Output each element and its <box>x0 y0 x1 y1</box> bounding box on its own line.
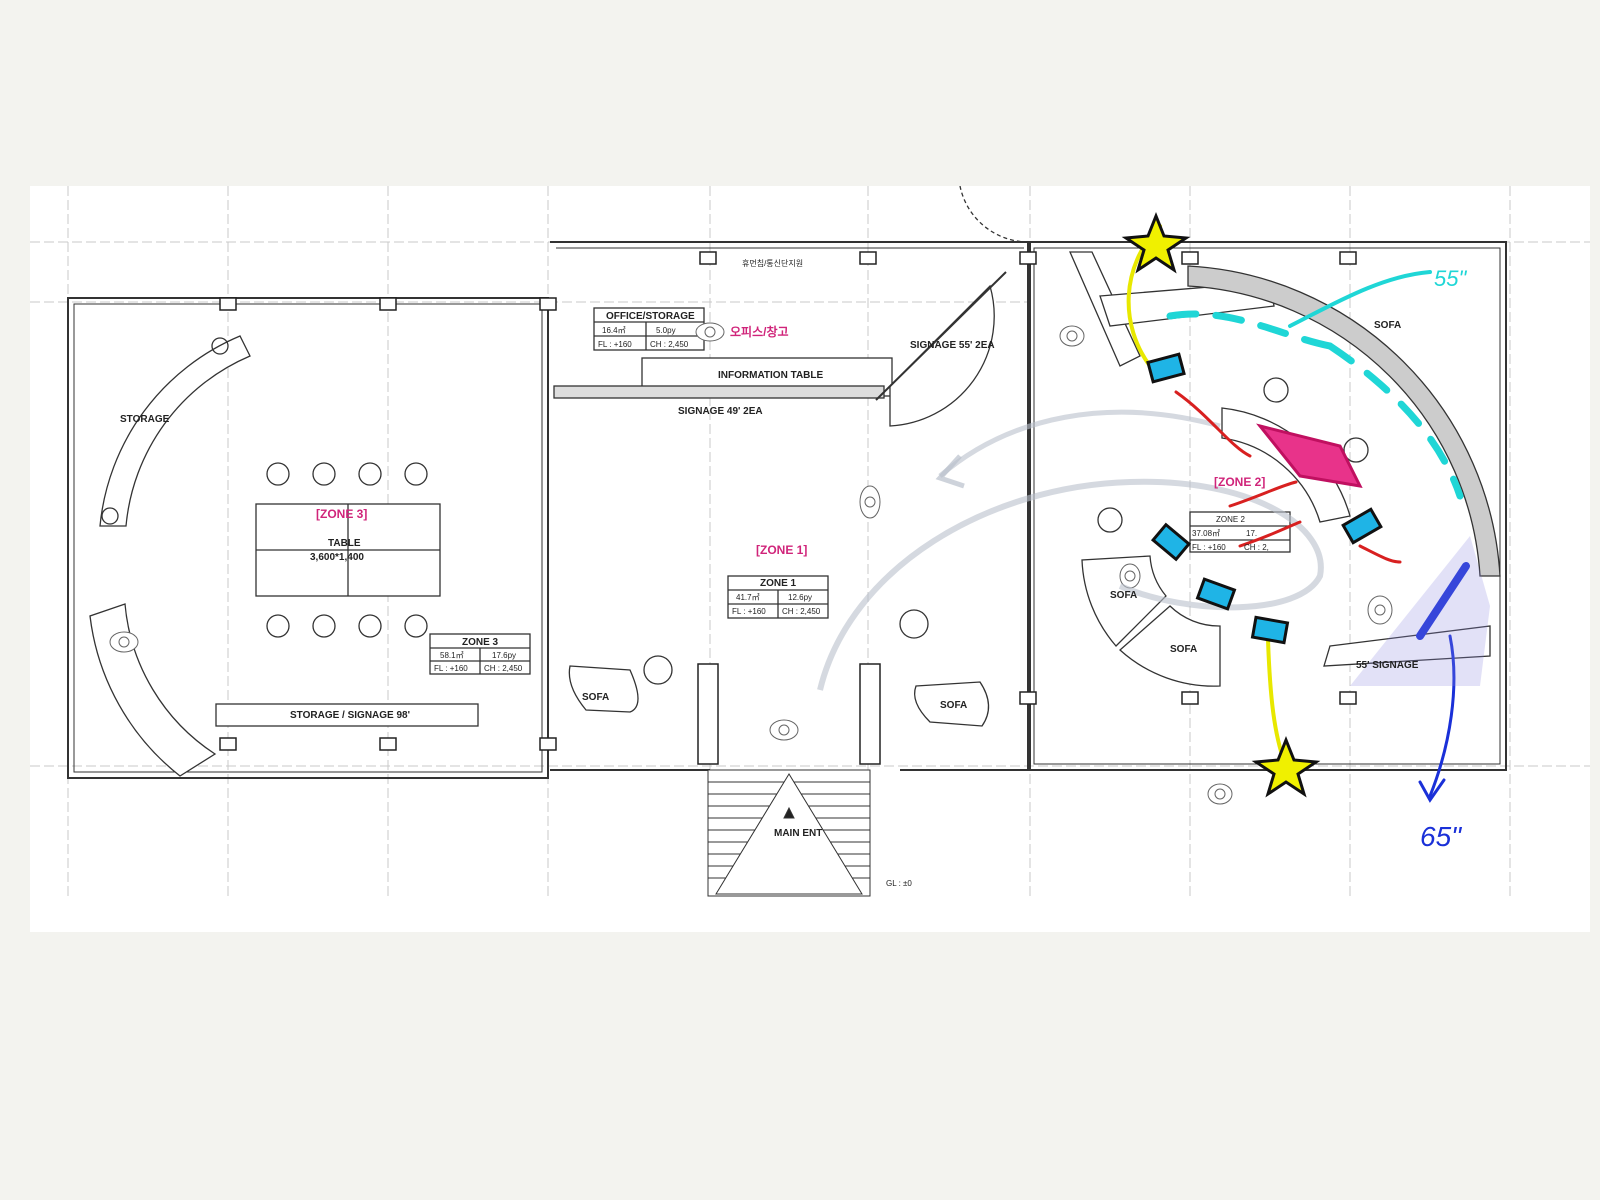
zone1-ch: CH : 2,450 <box>782 607 821 616</box>
handwritten-65-annotation: 65" <box>1420 821 1462 852</box>
sofa-label-zone2-left: SOFA <box>1110 590 1137 601</box>
office-ch: CH : 2,450 <box>650 340 689 349</box>
signage-55-label: 55' SIGNAGE <box>1356 660 1419 671</box>
main-entrance-label: MAIN ENT <box>774 828 822 839</box>
zone2-area-py: 17. <box>1246 529 1257 538</box>
office-table-title: OFFICE/STORAGE <box>606 311 695 322</box>
zone1-label: [ZONE 1] <box>756 543 807 557</box>
person-figure <box>859 485 881 519</box>
highlighter-marks <box>1126 224 1490 803</box>
zone2-label: [ZONE 2] <box>1214 475 1265 489</box>
floor-plan-drawing: STORAGE [ZONE 3] TABLE 3,600*1,400 STORA… <box>30 186 1590 897</box>
zone1-area-m2: 41.7㎡ <box>736 593 760 602</box>
main-entrance-stairs <box>707 769 871 897</box>
person-figure <box>1059 325 1085 347</box>
zone2-ch: CH : 2, <box>1244 543 1269 552</box>
office-area-m2: 16.4㎡ <box>602 326 626 335</box>
people-figures <box>109 322 1393 805</box>
handwritten-55-annotation: 55" <box>1434 266 1467 291</box>
zone2-table-title: ZONE 2 <box>1216 515 1245 524</box>
office-area-py: 5.0py <box>656 326 676 335</box>
zone1-area-py: 12.6py <box>788 593 812 602</box>
zone3-table-title: ZONE 3 <box>462 637 499 648</box>
table-size-label: 3,600*1,400 <box>310 552 364 563</box>
person-figure <box>695 322 725 342</box>
floor-plan-sheet: STORAGE [ZONE 3] TABLE 3,600*1,400 STORA… <box>30 186 1590 932</box>
zone3-fl: FL : +160 <box>434 664 468 673</box>
sofa-label-zone2-bottom: SOFA <box>1170 644 1197 655</box>
person-figure <box>1367 595 1393 625</box>
ground-level-label: GL : ±0 <box>886 879 912 888</box>
signage-55-2ea-label: SIGNAGE 55' 2EA <box>910 340 995 351</box>
person-figure <box>1207 783 1233 805</box>
screen-markers <box>1146 352 1383 645</box>
zone3-label: [ZONE 3] <box>316 507 367 521</box>
sofa-label-zone2-top: SOFA <box>1374 320 1401 331</box>
information-table-label: INFORMATION TABLE <box>718 370 824 381</box>
zone2-area-m2: 37.08㎡ <box>1192 529 1220 538</box>
circulation-sketch <box>817 409 1324 691</box>
sofa-label-zone1-left: SOFA <box>582 692 609 703</box>
zone2-fl: FL : +160 <box>1192 543 1226 552</box>
zone1-table-title: ZONE 1 <box>760 578 797 589</box>
person-figure <box>1119 563 1141 589</box>
zone1-fl: FL : +160 <box>732 607 766 616</box>
table-label: TABLE <box>328 538 361 549</box>
zone3-area-m2: 58.1㎡ <box>440 651 464 660</box>
star-marks <box>1121 211 1321 798</box>
columns <box>219 251 1357 765</box>
signage-49-label: SIGNAGE 49' 2EA <box>678 406 763 417</box>
sofa-label-zone1-right: SOFA <box>940 700 967 711</box>
storage-signage-label: STORAGE / SIGNAGE 98' <box>290 710 410 721</box>
zone3-area-py: 17.6py <box>492 651 516 660</box>
office-fl: FL : +160 <box>598 340 632 349</box>
person-figure <box>769 719 799 741</box>
zone1-furniture <box>553 271 1007 727</box>
top-header-label: 휴먼칩/통신단지원 <box>742 258 803 268</box>
zone3-ch: CH : 2,450 <box>484 664 523 673</box>
storage-label: STORAGE <box>120 414 170 425</box>
person-figure <box>109 631 139 653</box>
office-korean-label: 오피스/창고 <box>730 324 789 339</box>
